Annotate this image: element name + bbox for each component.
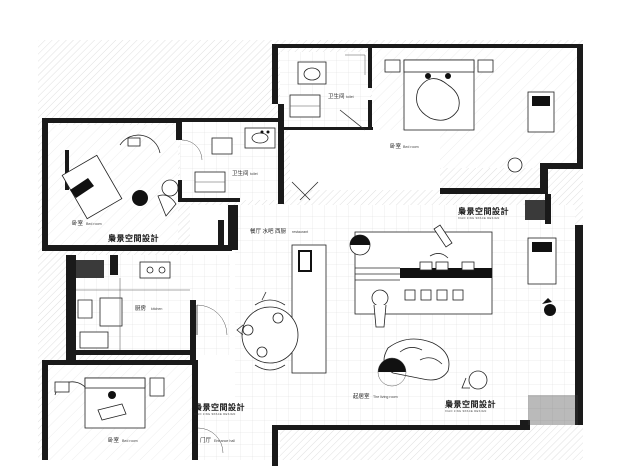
- bedroom-left-label: 卧室: [72, 219, 84, 227]
- toilet-top-label: 卫生间: [328, 92, 345, 100]
- kitchen-label-en: kitchen: [151, 307, 162, 311]
- bedroom-top-label-en: Bed room: [403, 145, 419, 149]
- living-label: 起居室: [353, 392, 370, 400]
- watermark-sub: XIAO JING SPACE DESIGN: [458, 216, 500, 220]
- walls: [42, 44, 583, 466]
- kitchen-furniture: [76, 261, 190, 350]
- toilet-mid-label-en: toilet: [250, 172, 258, 176]
- room-labels: 卫生间 toilet 卧室 Bed room 卫生间 toilet 卧室 Bed…: [72, 92, 419, 444]
- bedroom-left-label-en: Bed room: [86, 222, 102, 226]
- left-bedroom-furniture: [61, 134, 179, 220]
- dining-area: [236, 244, 327, 374]
- bedroom-bot-label-en: Bed room: [122, 439, 138, 443]
- watermark-brand: 梟景空間設計: [107, 233, 159, 243]
- bedroom-top-label: 卧室: [390, 142, 402, 150]
- watermarks: 梟景空間設計 梟景空間設計 XIAO JING SPACE DESIGN 梟景空…: [107, 206, 509, 416]
- top-bedroom-furniture: [384, 59, 555, 173]
- entrance-label: 门厅: [200, 436, 212, 444]
- kitchen-label: 厨房: [135, 304, 147, 312]
- toilet-mid-label: 卫生间: [232, 169, 249, 177]
- restaurant-label: 餐厅 水吧 西厨: [250, 227, 287, 235]
- restaurant-label-en: restaurant: [292, 230, 308, 234]
- living-furniture: [349, 224, 557, 390]
- bedroom-bot-label: 卧室: [108, 436, 120, 444]
- watermark-brand: 梟景空間設計: [193, 402, 245, 412]
- top-toilet-fixtures: [289, 54, 366, 131]
- middle-toilet-fixtures: [194, 127, 276, 193]
- toilet-top-label-en: toilet: [346, 95, 354, 99]
- entrance-label-en: Entrance hall: [214, 439, 235, 443]
- door-swings: [181, 139, 319, 454]
- watermark-brand: 梟景空間設計: [444, 399, 496, 409]
- watermark-sub: XIAO JING SPACE DESIGN: [445, 409, 487, 413]
- half-circle-icon: [349, 234, 371, 256]
- bottom-bedroom-furniture: [54, 377, 165, 429]
- watermark-sub: XIAO JING SPACE DESIGN: [194, 412, 236, 416]
- living-label-en: The living room: [373, 395, 398, 399]
- watermark-brand: 梟景空間設計: [457, 206, 509, 216]
